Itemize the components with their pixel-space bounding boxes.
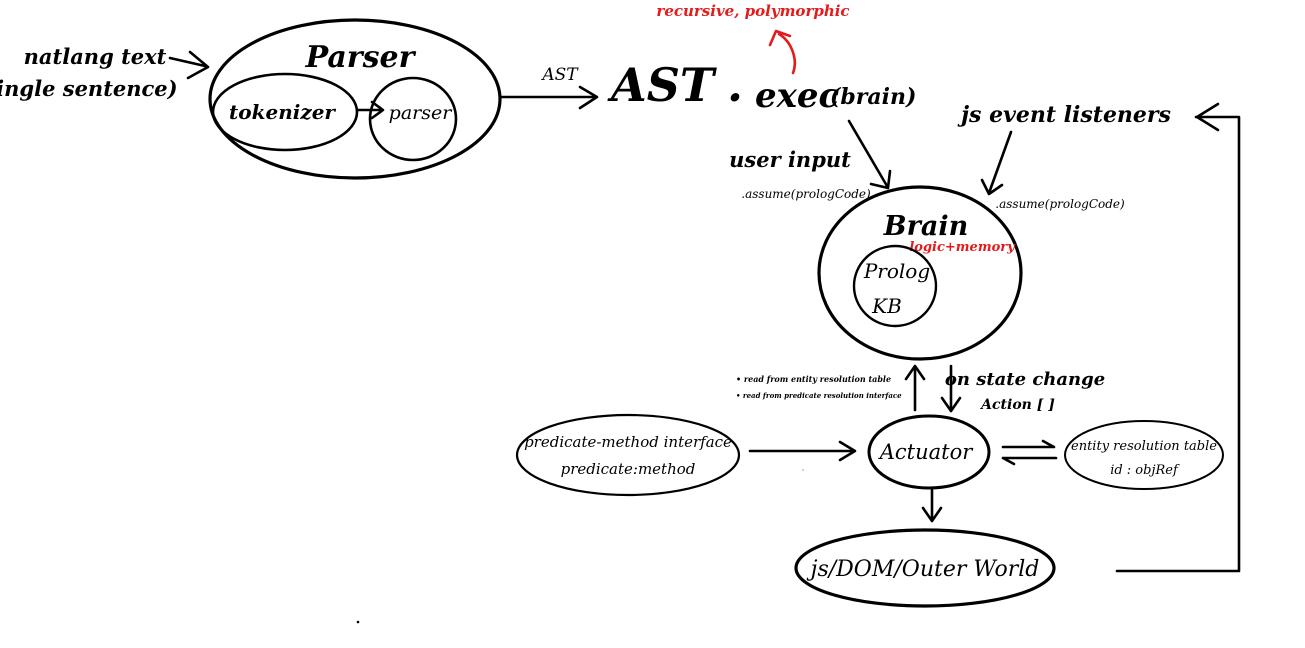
arrow-actuator-to-world [921,488,943,523]
user-input-label: user input [729,147,851,172]
arrow-parser-to-ast [500,85,599,110]
arrow-exec-to-brain [847,119,892,190]
entity-table-line2: id : objRef [1110,463,1180,478]
event-listeners-call: .assume(prologCode) [995,197,1125,211]
input-text-line2: (single sentence) [0,76,178,101]
ast-exec-dot: . [727,58,743,112]
brain-block: Brain logic+memory Prolog KB [817,185,1023,361]
arrow-brain-to-actuator [940,364,962,413]
prolog-label: Prolog [863,259,930,283]
input-text-line1: natlang text [24,44,167,69]
read-note-entity: • read from entity resolution table [736,374,891,384]
ast-exec-call: AST . exec (brain) [607,58,916,116]
ast-exec-arg: (brain) [830,84,916,110]
user-input-call: .assume(prologCode) [741,187,871,201]
predicate-interface-ellipse [515,413,741,497]
event-listeners-label: js event listeners [957,102,1171,128]
actuator-ellipse [867,414,991,490]
recursive-annotation: recursive, polymorphic [656,2,849,20]
feedback-loop-line [1115,115,1241,573]
outer-world-ellipse [794,528,1056,608]
arrow-actuator-to-brain [904,364,926,412]
parser-title: Parser [305,40,417,75]
feedback-loop-arrowhead [1195,102,1220,132]
stray-dot [356,620,360,624]
actuator-block: Actuator [867,414,991,490]
parser-block: Parser tokenizer parser [208,18,502,180]
annotation-arrow [768,29,797,75]
input-text: natlang text (single sentence) [0,44,178,101]
entity-table-ellipse [1064,420,1224,490]
parser-ellipse [208,18,502,180]
kb-label: KB [871,294,902,318]
arrow-table-to-actuator [1001,456,1058,466]
ast-exec-ast: AST [607,58,718,112]
brain-title: Brain [883,211,968,242]
outer-world-block: js/DOM/Outer World [794,528,1056,608]
arrow-listeners-to-brain [980,130,1013,196]
state-change-label: on state change [945,369,1105,390]
brain-ellipse [817,185,1023,361]
ast-arrow-label: AST [540,65,579,85]
arrow-interface-to-actuator [748,440,857,462]
arrow-actuator-to-table [1001,439,1056,449]
arrow-input-to-parser [168,50,210,80]
read-note-predicate: • read from predicate resolution interfa… [736,391,902,400]
predicate-interface-line1: predicate-method interface [524,433,732,451]
tokenizer-label: tokenizer [229,100,336,124]
prolog-kb-ellipse [852,244,938,328]
entity-table-block: entity resolution table id : objRef [1064,420,1224,490]
stray-dot-faint [802,469,804,471]
ast-exec-method: exec [755,76,840,116]
parser-inner-ellipse [368,76,458,162]
outer-world-label: js/DOM/Outer World [806,557,1040,582]
arrow-tokenizer-to-parser [355,100,385,120]
parser-inner-label: parser [389,102,454,124]
tokenizer-ellipse [211,72,359,152]
predicate-interface-block: predicate-method interface predicate:met… [515,413,741,497]
entity-table-line1: entity resolution table [1071,439,1217,454]
brain-subtitle: logic+memory [909,240,1016,255]
actuator-label: Actuator [878,440,974,464]
predicate-interface-line2: predicate:method [561,460,696,478]
state-change-action: Action [ ] [979,397,1055,413]
